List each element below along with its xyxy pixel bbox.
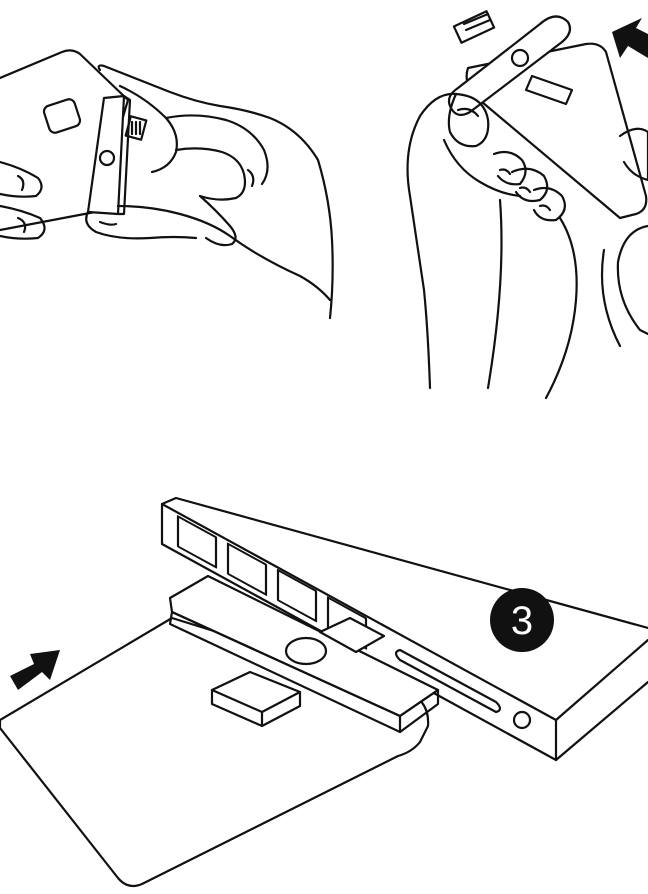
panel-1-detach-key — [0, 49, 334, 320]
card-icon — [0, 49, 130, 232]
left-hand-icon — [0, 160, 46, 240]
panel-2-insert-key — [406, 10, 648, 400]
hand-icon — [406, 92, 648, 400]
step-number: 3 — [511, 599, 533, 643]
card-chip — [42, 98, 82, 134]
arrow-icon — [612, 18, 648, 58]
card-icon — [0, 616, 430, 888]
usb-key-icon — [168, 574, 440, 734]
arrow-icon — [10, 650, 60, 690]
usb-key-icon — [447, 10, 574, 117]
usb-key-icon — [86, 94, 148, 216]
right-hand-icon — [85, 64, 334, 320]
panel-3-insert-laptop: 3 — [0, 496, 648, 888]
step-badge: 3 — [490, 588, 554, 652]
